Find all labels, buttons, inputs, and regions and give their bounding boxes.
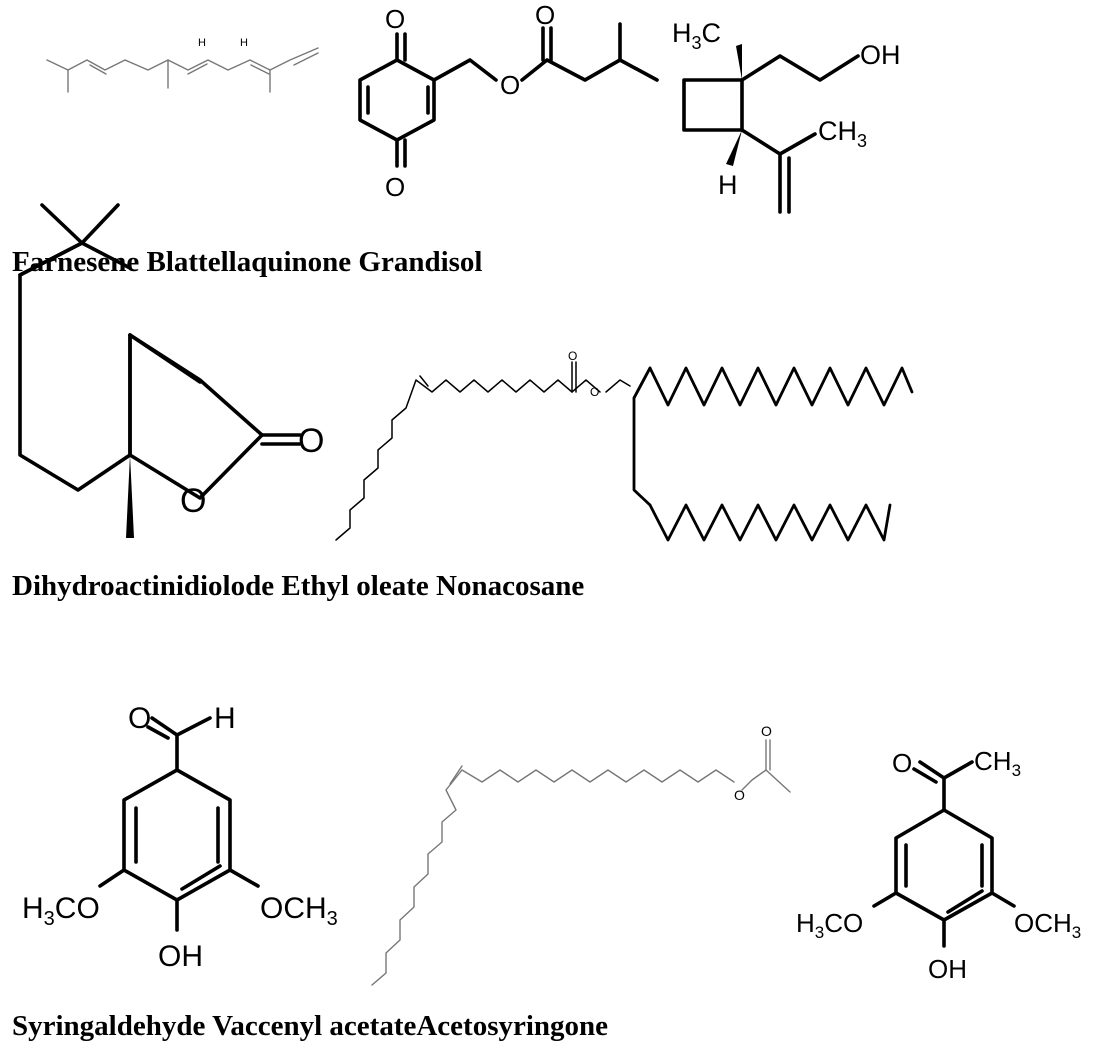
farnesene-h2: H (240, 37, 248, 49)
nonacosane-structure (632, 366, 914, 542)
vaccenyl-o-ester: O (734, 787, 745, 803)
grandisol-h3c-label: H3C (672, 18, 721, 53)
acetosyringone-o: O (892, 748, 912, 778)
acetosyringone-oh-label: OH (928, 954, 967, 984)
acetosyringone-ch3-label: CH3 (974, 746, 1021, 780)
ethyl-oleate-o-carbonyl: O (568, 349, 577, 363)
row1-caption: Farnesene Blattellaquinone Grandisol (12, 246, 483, 278)
grandisol-structure: H3C OH H CH3 (672, 18, 901, 214)
acetosyringone-och3-label: OCH3 (1014, 908, 1081, 942)
syringaldehyde-o: O (128, 702, 151, 735)
syringaldehyde-structure: O H H3CO OCH3 OH (22, 702, 338, 973)
blattellaquinone-o-ester: O (500, 70, 520, 100)
farnesene-h1: H (198, 37, 206, 49)
row3-caption: Syringaldehyde Vaccenyl acetateAcetosyri… (12, 1010, 609, 1042)
blattellaquinone-o-top: O (385, 4, 405, 34)
blattellaquinone-o-bottom: O (385, 172, 405, 202)
grandisol-ch3-label: CH3 (818, 116, 867, 151)
syringaldehyde-oh-label: OH (158, 940, 203, 973)
ethyl-oleate-structure: O O (335, 349, 631, 541)
dihydro-o-ring: O (180, 482, 206, 520)
dihydroactinidiolode-structure: O O (18, 203, 324, 538)
syringaldehyde-h: H (214, 702, 236, 735)
syringaldehyde-och3-label: OCH3 (260, 892, 338, 930)
blattellaquinone-structure: O O O O (358, 0, 659, 202)
farnesene-structure: H H (46, 37, 319, 93)
row2-caption: Dihydroactinidiolode Ethyl oleate Nonaco… (12, 570, 585, 602)
grandisol-h-label: H (718, 170, 738, 200)
dihydro-o-carbonyl: O (298, 422, 324, 460)
ethyl-oleate-o-ester: O (590, 385, 599, 399)
syringaldehyde-h3co-label: H3CO (22, 892, 100, 930)
vaccenyl-acetate-structure: O O (371, 723, 791, 986)
acetosyringone-structure: O CH3 H3CO OCH3 OH (796, 746, 1081, 984)
blattellaquinone-o-carbonyl: O (535, 0, 555, 30)
acetosyringone-h3co-label: H3CO (796, 908, 863, 942)
vaccenyl-o-carbonyl: O (761, 723, 772, 739)
grandisol-oh-label: OH (860, 40, 901, 70)
